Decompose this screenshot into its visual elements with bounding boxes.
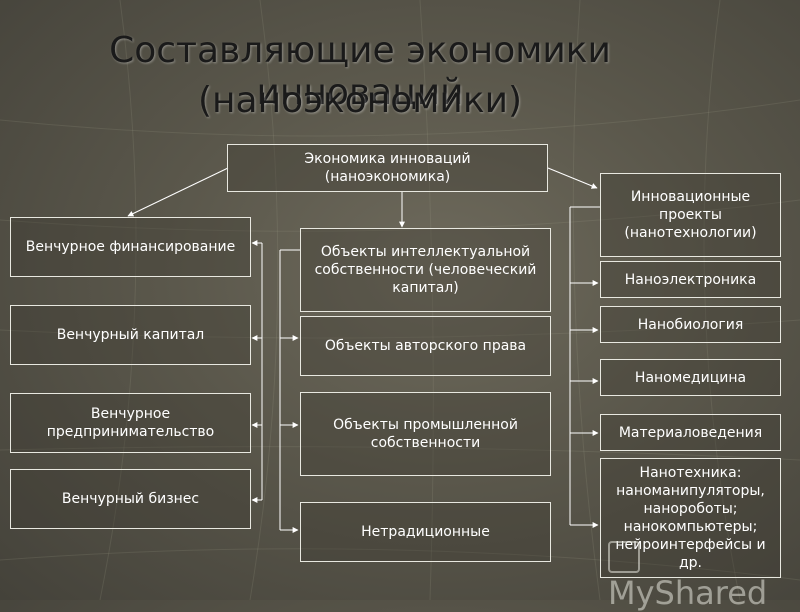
- middle-node-label: Нетрадиционные: [361, 524, 490, 540]
- root-label-line1: Экономика инноваций: [304, 151, 471, 167]
- watermark: MyShared: [608, 536, 800, 612]
- right-node-nanobiology: Нанобиология: [600, 306, 781, 343]
- left-node-label: Венчурный бизнес: [61, 491, 200, 507]
- middle-node-industrial-property: Объекты промышленной собственности: [300, 392, 551, 476]
- left-node-venture-capital: Венчурный капитал: [10, 305, 251, 365]
- left-node-venture-entrepreneurship: Венчурное предпринимательство: [10, 393, 251, 453]
- middle-node-copyright: Объекты авторского права: [300, 316, 551, 376]
- middle-node-label: Объекты авторского права: [324, 338, 527, 354]
- left-node-label: Венчурный капитал: [56, 327, 205, 343]
- right-node-nanotechnics: Нанотехника: наноманипуляторы, наноробот…: [600, 458, 781, 578]
- middle-node-nontraditional: Нетрадиционные: [300, 502, 551, 562]
- middle-node-label: Объекты промышленной собственности: [333, 417, 518, 451]
- myshared-logo-icon: [608, 541, 640, 573]
- left-node-label: Венчурное финансирование: [25, 239, 236, 255]
- right-node-materials-science: Материаловедения: [600, 414, 781, 451]
- right-node-nanomedicine: Наномедицина: [600, 359, 781, 396]
- right-node-label: Наномедицина: [634, 369, 747, 386]
- right-node-innovation-projects: Инновационные проекты (нанотехнологии): [600, 173, 781, 257]
- right-node-label: Наноэлектроника: [624, 271, 757, 288]
- slide-title-line1: Составляющие экономики инноваций: [109, 30, 611, 113]
- slide-title-line2: (наноэкономики): [197, 80, 523, 121]
- left-node-venture-financing: Венчурное финансирование: [10, 217, 251, 277]
- left-node-label: Венчурное предпринимательство: [46, 406, 215, 440]
- right-node-nanoelectronics: Наноэлектроника: [600, 261, 781, 298]
- left-node-venture-business: Венчурный бизнес: [10, 469, 251, 529]
- root-node: Экономика инноваций (наноэкономика): [227, 144, 548, 192]
- middle-node-label: Объекты интеллектуальной собственности (…: [314, 244, 537, 296]
- watermark-text: MyShared: [608, 574, 768, 612]
- root-label-line2: (наноэкономика): [324, 169, 451, 185]
- right-node-label: Нанотехника: наноманипуляторы, наноробот…: [615, 465, 766, 571]
- right-node-label: Нанобиология: [637, 316, 744, 333]
- right-node-label: Инновационные проекты (нанотехнологии): [624, 189, 757, 241]
- right-node-label: Материаловедения: [618, 424, 763, 441]
- middle-node-intellectual-property: Объекты интеллектуальной собственности (…: [300, 228, 551, 312]
